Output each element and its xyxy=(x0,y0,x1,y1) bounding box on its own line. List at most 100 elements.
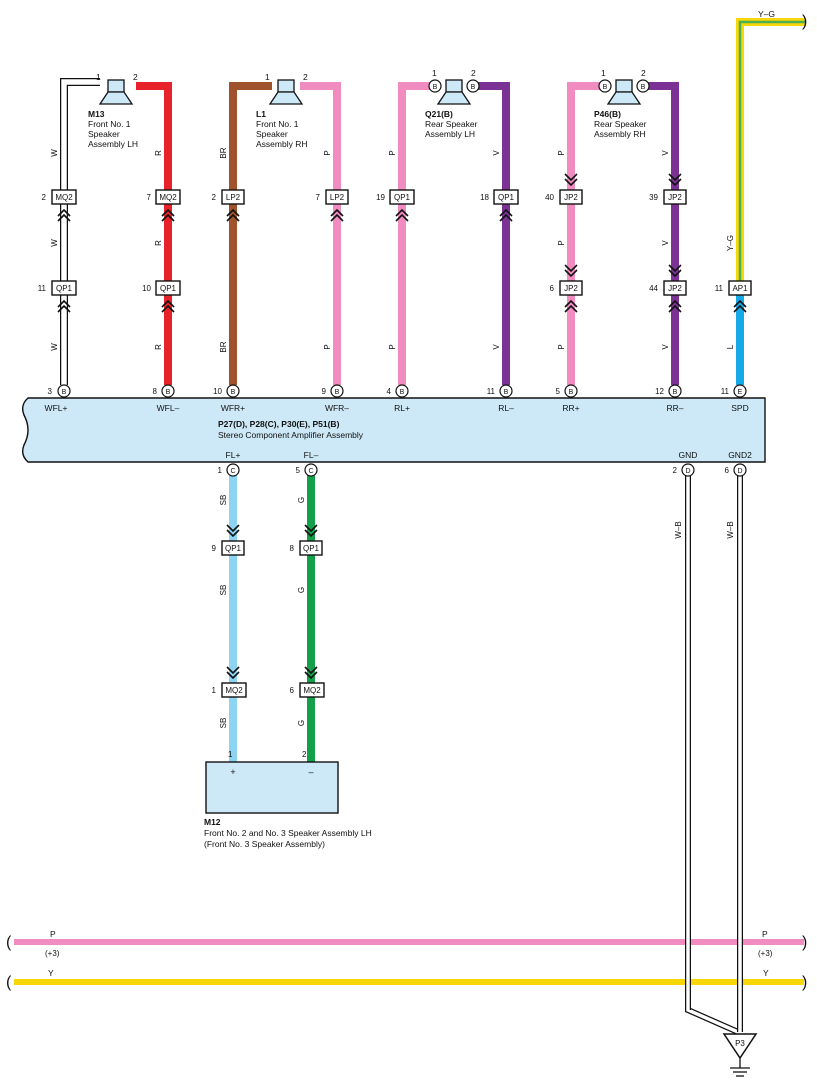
conn-qp1-8-pin: 8 xyxy=(290,544,295,553)
wc-p-5: P xyxy=(557,150,566,155)
conn-qp1-11-pin: 11 xyxy=(38,284,47,293)
bus-p-right-brace: ) xyxy=(802,934,807,951)
l1-id: L1 xyxy=(256,109,266,119)
amp-pin-fl-minus: 5 xyxy=(296,466,301,475)
conn-mq2-2: MQ2 xyxy=(55,193,73,202)
m13-id: M13 xyxy=(88,109,105,119)
amp-conn-wfr-plus: B xyxy=(231,389,236,396)
pin-label-rr-plus: RR+ xyxy=(562,403,579,413)
p46-conn-1: B xyxy=(603,84,608,91)
m12-minus: – xyxy=(308,767,313,777)
pin-label-rr-minus: RR– xyxy=(666,403,683,413)
pin-label-rl-minus: RL– xyxy=(498,403,514,413)
pin-label-gnd: GND xyxy=(679,450,698,460)
conn-jp2-44-pin: 44 xyxy=(649,284,658,293)
amp-conn-wfl-minus: B xyxy=(166,389,171,396)
m13-name-2: Speaker xyxy=(88,129,120,139)
amp-pin-wfr-minus: 9 xyxy=(322,387,327,396)
conn-qp1-8: QP1 xyxy=(303,544,320,553)
speaker-l1-icon xyxy=(268,79,304,105)
conn-mq2-7-pin: 7 xyxy=(147,193,152,202)
amp-conn-rl-plus: B xyxy=(400,389,405,396)
conn-qp1-18-pin: 18 xyxy=(480,193,489,202)
q21-conn-1: B xyxy=(433,84,438,91)
bus-y-left-brace: ( xyxy=(6,974,12,991)
wc-r-3: R xyxy=(154,344,163,350)
wire-gnd-wb xyxy=(685,475,740,1035)
conn-qp1-11: QP1 xyxy=(56,284,73,293)
conn-mq2-1: MQ2 xyxy=(225,686,243,695)
amp-conn-spd: E xyxy=(738,389,743,396)
wc-l: L xyxy=(726,344,735,349)
conn-jp2-39-pin: 39 xyxy=(649,193,658,202)
wc-w-2: W xyxy=(50,239,59,247)
p46-name-2: Assembly RH xyxy=(594,129,645,139)
wire-color-labels: W W W R R R BR BR P P P P V V P P P V V … xyxy=(50,147,735,728)
yg-right-brace: ) xyxy=(802,13,807,30)
wire-rl-minus xyxy=(478,82,510,385)
wc-g-3: G xyxy=(297,720,306,726)
conn-mq2-1-pin: 1 xyxy=(212,686,217,695)
amplifier-title: P27(D), P28(C), P30(E), P51(B) xyxy=(218,419,340,429)
conn-mq2-2-pin: 2 xyxy=(42,193,47,202)
amp-pin-circles xyxy=(57,384,747,477)
conn-jp2-44: JP2 xyxy=(668,284,682,293)
bus-y-label-left: Y xyxy=(48,968,54,978)
wc-sb-1: SB xyxy=(219,495,228,506)
q21-pin2: 2 xyxy=(471,68,476,78)
m12-name: Front No. 2 and No. 3 Speaker Assembly L… xyxy=(204,828,372,838)
amp-conn-wfr-minus: B xyxy=(335,389,340,396)
conn-jp2-6-pin: 6 xyxy=(550,284,555,293)
conn-lp2-2-pin: 2 xyxy=(212,193,217,202)
wc-p-4: P xyxy=(388,344,397,349)
wc-g-2: G xyxy=(297,587,306,593)
wire-wfl-minus xyxy=(136,82,172,385)
bus-p-ref-left: (+3) xyxy=(45,949,60,958)
pin-label-wfr-plus: WFR+ xyxy=(221,403,245,413)
amp-conn-gnd2: D xyxy=(737,468,742,475)
conn-lp2-2: LP2 xyxy=(226,193,241,202)
amp-pin-wfr-plus: 10 xyxy=(213,387,222,396)
q21-id: Q21(B) xyxy=(425,109,453,119)
p46-id: P46(B) xyxy=(594,109,621,119)
conn-ap1-11-pin: 11 xyxy=(715,284,724,293)
pin-label-spd: SPD xyxy=(731,403,748,413)
bus-y-label-right: Y xyxy=(763,968,769,978)
amp-conn-rl-minus: B xyxy=(504,389,509,396)
amp-pin-rl-minus: 11 xyxy=(487,387,496,396)
q21-conn-2: B xyxy=(471,84,476,91)
amp-pin-gnd2: 6 xyxy=(725,466,730,475)
p46-conn-2: B xyxy=(641,84,646,91)
wc-p-3: P xyxy=(388,150,397,155)
wc-v-1: V xyxy=(492,150,501,156)
connector-row-2 xyxy=(51,280,752,296)
amp-pin-rl-plus: 4 xyxy=(387,387,392,396)
wc-p-1: P xyxy=(323,150,332,155)
q21-name-1: Rear Speaker xyxy=(425,119,478,129)
speaker-p46-icon xyxy=(598,79,650,105)
p46-name-1: Rear Speaker xyxy=(594,119,647,129)
gnd-cross xyxy=(685,930,743,1032)
m13-name-1: Front No. 1 xyxy=(88,119,131,129)
conn-qp1-10: QP1 xyxy=(160,284,177,293)
conn-jp2-39: JP2 xyxy=(668,193,682,202)
speaker-q21-icon xyxy=(428,79,480,105)
m12-plus: + xyxy=(230,767,235,777)
wc-v-5: V xyxy=(661,344,670,350)
connector-row-1 xyxy=(51,189,687,205)
wc-w-1: W xyxy=(50,149,59,157)
pin-label-wfr-minus: WFR– xyxy=(325,403,349,413)
p46-pin1: 1 xyxy=(601,68,606,78)
amp-pin-rr-plus: 5 xyxy=(556,387,561,396)
conn-qp1-19: QP1 xyxy=(394,193,411,202)
wc-g-1: G xyxy=(297,497,306,503)
wc-r-1: R xyxy=(154,150,163,156)
conn-mq2-6-pin: 6 xyxy=(290,686,295,695)
wire-wfr-minus xyxy=(300,82,341,385)
amp-pin-wfl-plus: 3 xyxy=(48,387,53,396)
m12-name-2: (Front No. 3 Speaker Assembly) xyxy=(204,839,325,849)
m12-id: M12 xyxy=(204,817,221,827)
wc-yg: Y–G xyxy=(726,235,735,251)
amp-conn-fl-minus: C xyxy=(308,468,313,475)
pin-label-fl-minus: FL– xyxy=(304,450,319,460)
